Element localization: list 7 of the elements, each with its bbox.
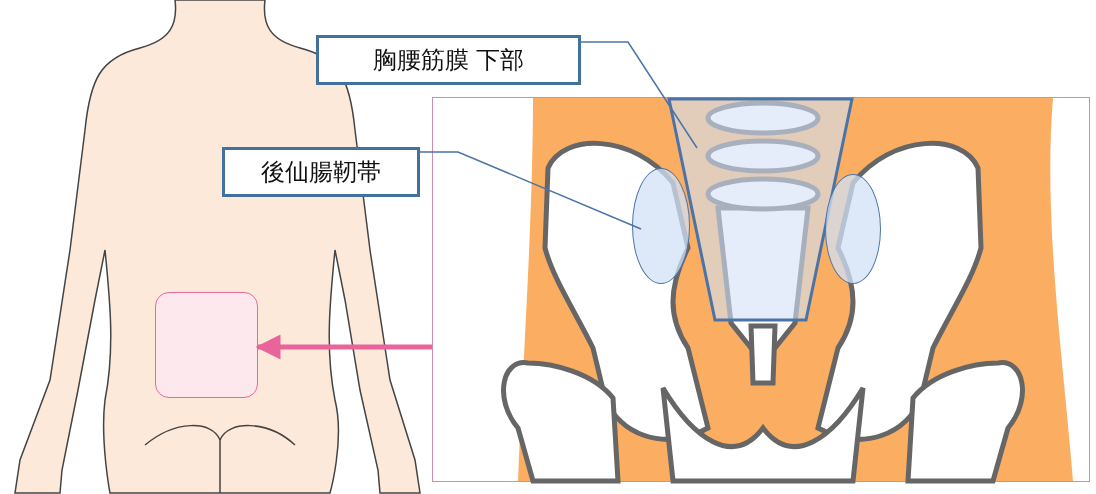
callout-label: 胸腰筋膜 下部 [316, 35, 581, 85]
callout-label: 後仙腸靭帯 [222, 147, 420, 197]
region-box [668, 98, 853, 321]
leader-line [580, 41, 698, 149]
arrow [255, 334, 432, 360]
highlight-square [155, 292, 258, 398]
leader-line [419, 151, 642, 230]
